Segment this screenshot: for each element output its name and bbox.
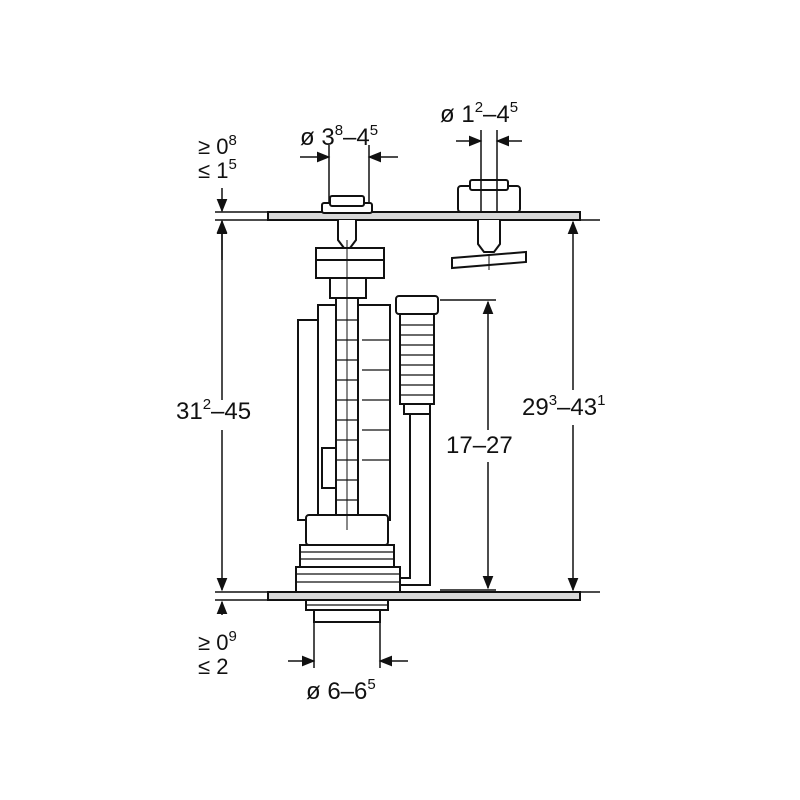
dim-height-middle [440,299,496,591]
label-bottom-ineq-lower: ≤ 2 [198,654,229,679]
label-diam-top-left: ø 38–45 [300,122,379,151]
drain-outlet [305,599,389,623]
label-bottom-ineq-upper: ≥ 09 [198,628,237,655]
dim-diam-top-left [300,145,398,203]
label-diam-top-right: ø 12–45 [440,99,519,128]
label-height-left: 312–45 [176,396,252,425]
label-top-ineq-upper: ≥ 08 [198,132,237,159]
dim-diam-top-right [456,130,522,212]
label-height-right: 293–431 [522,392,606,421]
top-panel [215,211,600,221]
valve-body [295,297,401,593]
label-top-ineq-lower: ≤ 15 [198,156,237,183]
overflow-tube [395,295,439,586]
label-height-middle: 17–27 [446,432,513,459]
label-diam-bottom: ø 6–65 [306,676,376,705]
right-fitting [451,179,527,270]
dim-diam-bottom [288,622,408,668]
bottom-panel [215,591,600,601]
